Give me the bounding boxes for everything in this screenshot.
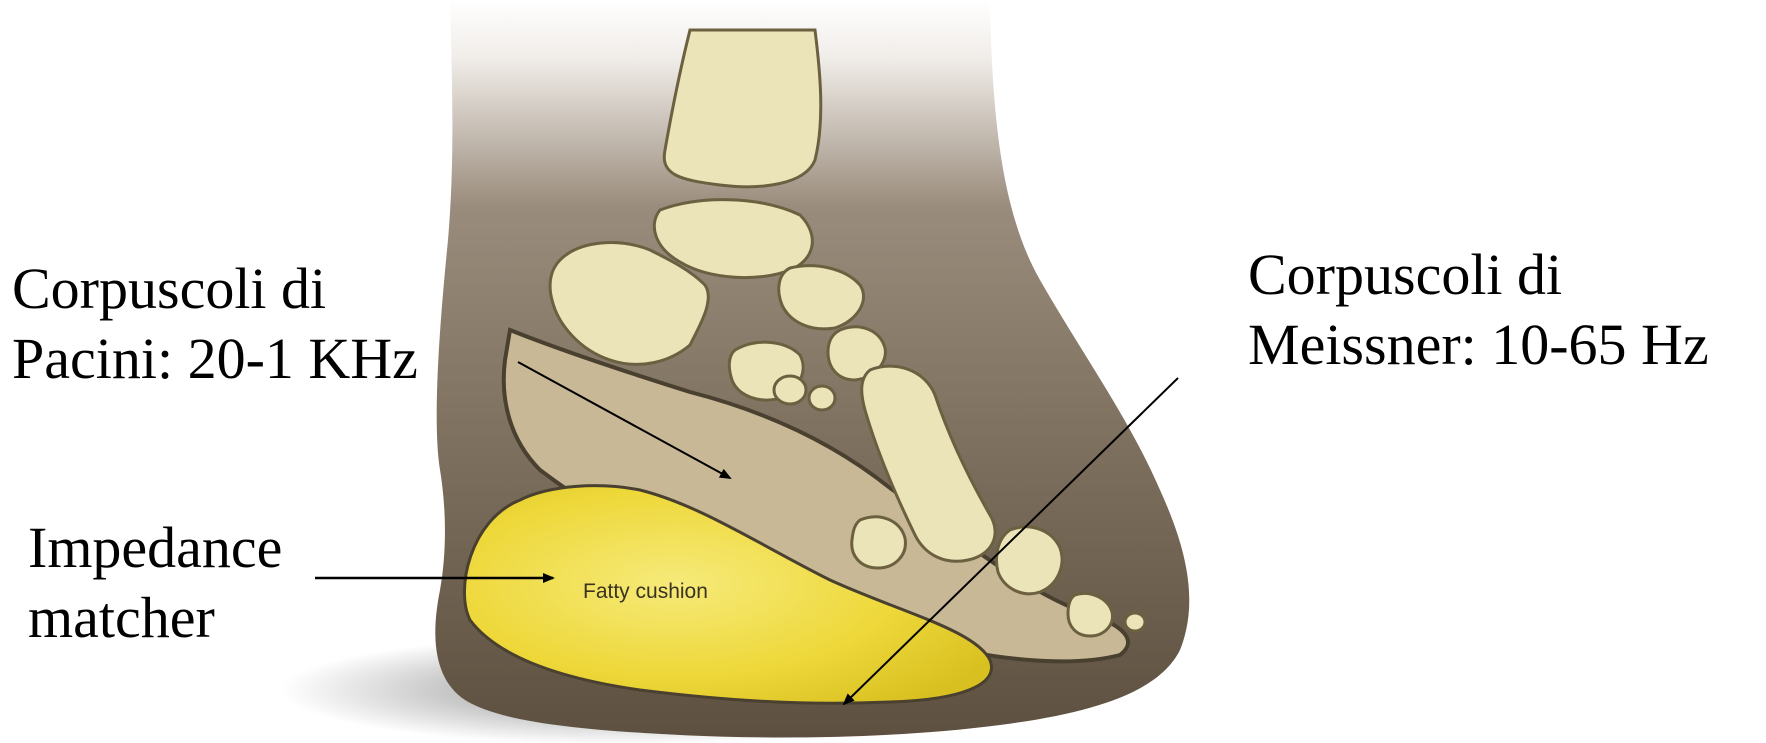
meissner-corpuscles-label: Corpuscoli di Meissner: 10-65 Hz bbox=[1248, 240, 1709, 380]
pacini-corpuscles-label: Corpuscoli di Pacini: 20-1 KHz bbox=[12, 254, 418, 394]
pacini-label-line1: Corpuscoli di bbox=[12, 254, 418, 324]
small-bone-2 bbox=[809, 386, 835, 410]
impedance-matcher-label: Impedance matcher bbox=[28, 513, 282, 653]
impedance-label-line1: Impedance bbox=[28, 513, 282, 583]
proximal-phalanx-bone bbox=[997, 527, 1062, 594]
meissner-label-line1: Corpuscoli di bbox=[1248, 240, 1709, 310]
meissner-label-line2: Meissner: 10-65 Hz bbox=[1248, 310, 1709, 380]
fatty-cushion-label: Fatty cushion bbox=[583, 580, 708, 603]
tip-bone bbox=[1125, 613, 1145, 631]
small-bone-1 bbox=[774, 376, 806, 404]
sesamoid-bone bbox=[852, 517, 906, 568]
tibia-bone bbox=[664, 30, 821, 187]
navicular-bone bbox=[779, 266, 864, 329]
impedance-label-line2: matcher bbox=[28, 583, 282, 653]
distal-phalanx-bone bbox=[1068, 594, 1112, 636]
pacini-label-line2: Pacini: 20-1 KHz bbox=[12, 324, 418, 394]
